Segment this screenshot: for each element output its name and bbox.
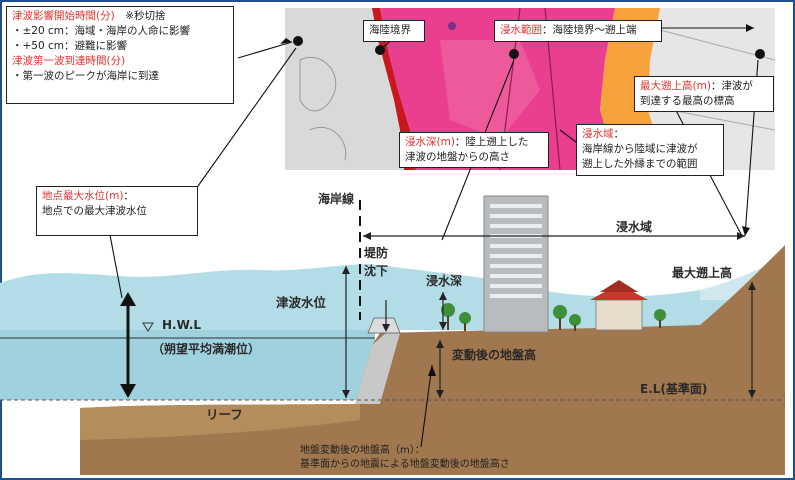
inundation-depth-desc1: ：陸上遡上した	[454, 136, 529, 148]
max-runup-term: 最大遡上高(m)	[640, 80, 711, 92]
ground-note-line1: 地盤変動後の地盤高（m）：	[300, 445, 425, 456]
house-roof-upper	[600, 280, 638, 292]
onset-title2: 津波第一波到達時間(分)	[12, 55, 126, 67]
onset-note: ※秒切捨	[125, 10, 166, 22]
map-land-west	[285, 8, 404, 170]
inundation-depth-term: 浸水深(m)	[405, 136, 455, 148]
label-datum: E.L(基準面)	[640, 382, 708, 396]
label-levee-1: 堤防	[364, 246, 389, 260]
point-marker	[509, 49, 519, 59]
map-marker	[448, 22, 456, 30]
cross-section	[0, 195, 785, 475]
hwl-triangle-icon	[142, 322, 154, 332]
inundation-area-desc0: ：	[613, 128, 625, 140]
callout-max-water-level: 地点最大水位(m)： 地点での最大津波水位	[36, 186, 198, 236]
label-hwl: H.W.L	[162, 318, 202, 332]
ground-note: 地盤変動後の地盤高（m）： 基準面からの地震による地盤変動後の地盤高さ	[300, 444, 510, 472]
inundation-range-desc: ：海陸境界～遡上端	[542, 24, 637, 36]
inundation-area-desc1: 海岸線から陸域に津波が	[582, 143, 698, 155]
callout-max-runup: 最大遡上高(m)：津波が 到達する最高の標高	[634, 76, 774, 112]
label-tsunami-level: 津波水位	[276, 295, 327, 310]
label-inundation-area: 浸水域	[616, 220, 653, 234]
onset-line3: ・第一波のピークが海岸に到達	[12, 70, 159, 82]
label-max-runup: 最大遡上高	[672, 266, 733, 280]
label-hwl-sub: （朔望平均満潮位）	[152, 342, 261, 356]
sea-water	[0, 330, 375, 400]
map-contour	[309, 126, 347, 161]
levee	[355, 333, 400, 404]
inundation-depth-desc2: 津波の地盤からの高さ	[405, 151, 510, 163]
onset-title: 津波影響開始時間(分)	[12, 10, 115, 22]
label-ground-after: 変動後の地盤高	[452, 348, 537, 362]
onset-line1: ・±20 cm：海域・海岸の人命に影響	[12, 25, 190, 37]
max-water-level-term: 地点最大水位(m)	[42, 190, 124, 202]
callout-onset: 津波影響開始時間(分) ※秒切捨 ・±20 cm：海域・海岸の人命に影響 ・+5…	[6, 6, 234, 104]
max-water-level-desc1: 地点での最大津波水位	[42, 205, 147, 217]
point-marker	[375, 45, 385, 55]
callout-coastline-box: 海陸境界	[363, 20, 425, 42]
label-inundation-depth: 浸水深	[426, 274, 463, 288]
max-runup-desc1: ：津波が	[710, 80, 753, 92]
callout-inundation-depth: 浸水深(m)：陸上遡上した 津波の地盤からの高さ	[399, 132, 549, 168]
point-marker	[293, 36, 303, 46]
ground-note-line2: 基準面からの地震による地盤変動後の地盤高さ	[300, 459, 510, 470]
map-contour	[299, 56, 337, 112]
label-levee-2: 沈下	[364, 264, 389, 278]
inundation-area-term: 浸水域	[582, 128, 614, 140]
map-road	[669, 109, 776, 131]
max-runup-desc2: 到達する最高の標高	[640, 95, 735, 107]
reef	[80, 404, 360, 440]
coastline-box-text: 海陸境界	[369, 24, 411, 36]
inundation-range-term: 浸水範囲	[500, 24, 542, 36]
label-reef: リーフ	[206, 407, 243, 422]
trees	[441, 303, 666, 331]
onset-line2: ・+50 cm：避難に影響	[12, 40, 127, 52]
max-water-level-desc0: ：	[123, 190, 134, 202]
map-inundation-pink-light	[440, 40, 540, 140]
callout-inundation-area: 浸水域： 海岸線から陸域に津波が 遡上した外縁までの範囲	[576, 124, 724, 176]
inundation-area-desc2: 遡上した外縁までの範囲	[582, 158, 698, 170]
callout-inundation-range: 浸水範囲：海陸境界～遡上端	[494, 20, 662, 42]
label-coastline: 海岸線	[318, 192, 355, 206]
point-marker	[755, 49, 765, 59]
house	[595, 299, 643, 331]
